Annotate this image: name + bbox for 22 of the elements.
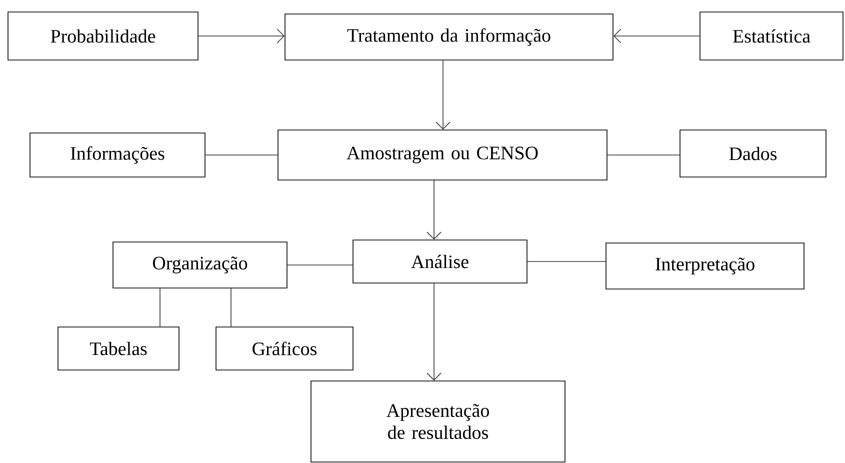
process-box: Amostragem ou CENSO: [278, 130, 608, 180]
connector-line: [230, 288, 232, 327]
process-box: Gráficos: [216, 326, 354, 370]
process-box: Tratamento da informação: [284, 14, 614, 60]
connector-line: [287, 264, 353, 266]
process-box: Interpretação: [606, 242, 804, 290]
process-box: Organização: [112, 242, 288, 288]
arrow: [426, 283, 442, 381]
connector-line: [607, 154, 680, 156]
arrow: [613, 28, 700, 44]
process-box: Probabilidade: [8, 12, 198, 60]
connector-line: [205, 154, 278, 156]
arrow: [426, 180, 442, 240]
process-box: Dados: [680, 130, 826, 178]
process-box: Tabelas: [58, 326, 180, 370]
arrow: [198, 28, 285, 44]
process-box: Informações: [30, 132, 206, 178]
arrow: [436, 60, 450, 130]
process-box: Estatística: [700, 12, 844, 60]
connector-line: [527, 261, 606, 262]
process-box: Apresentação de resultados: [310, 380, 566, 462]
process-box: Análise: [352, 240, 528, 284]
